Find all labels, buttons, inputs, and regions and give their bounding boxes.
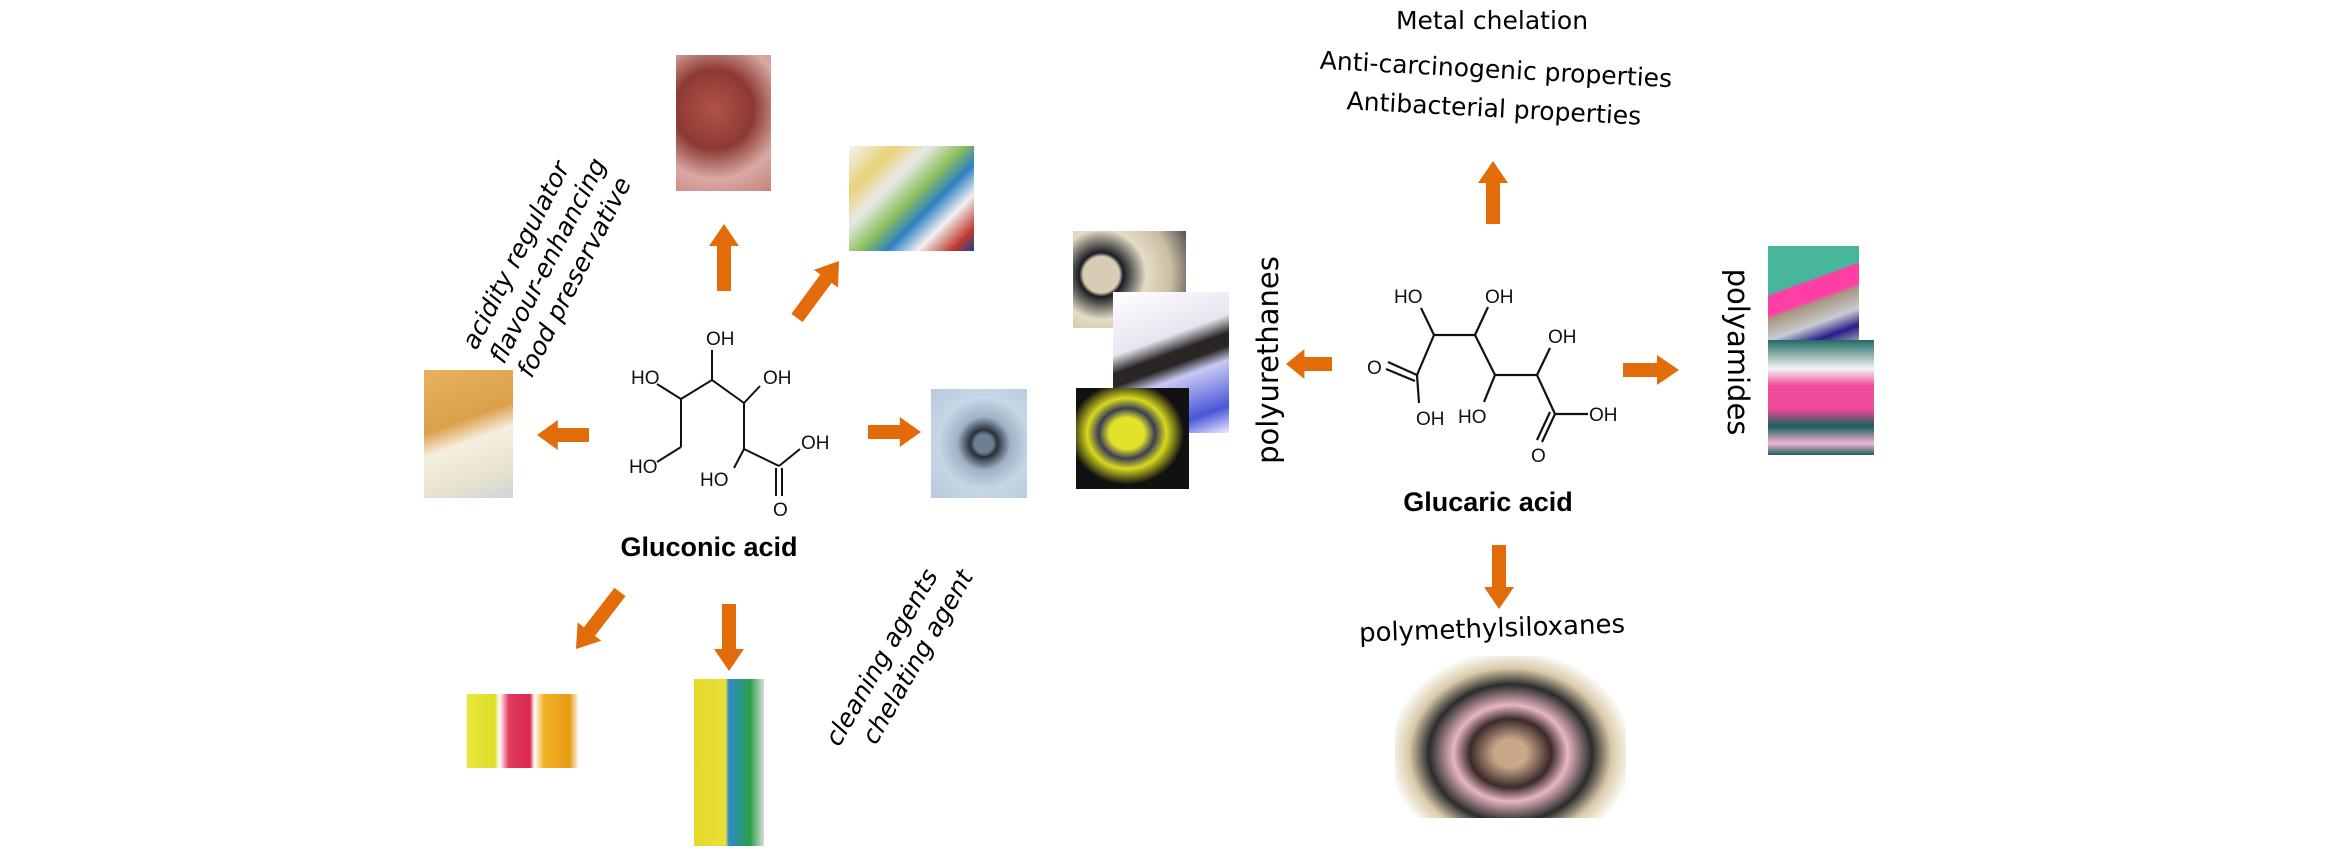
- football-boots-photo: [1076, 388, 1189, 489]
- atom-label: OH: [1589, 405, 1618, 426]
- pills-photo: [849, 146, 974, 251]
- atom-label: OH: [801, 433, 830, 454]
- atom-label: O: [1531, 446, 1546, 467]
- gluconic-acid-title: Gluconic acid: [620, 532, 798, 562]
- arrow-to-polyurethanes-icon: [1286, 349, 1332, 379]
- atom-label: OH: [1416, 409, 1445, 430]
- atom-label: HO: [1458, 407, 1487, 428]
- arrow-to-pills-icon: [791, 261, 839, 323]
- toothbrush-photo: [1768, 340, 1874, 455]
- atom-label: OH: [763, 368, 792, 389]
- sausages-photo: [676, 55, 771, 191]
- polyamides-label: polyamides: [1721, 268, 1755, 436]
- arrow-to-sausages-icon: [709, 224, 739, 291]
- atom-label: HO: [700, 470, 729, 491]
- atom-label: O: [1367, 358, 1382, 379]
- arrow-to-polyamides-icon: [1623, 355, 1679, 385]
- arrows: [537, 161, 1679, 671]
- arrow-to-flange-icon: [868, 417, 921, 447]
- atom-label: OH: [1548, 327, 1577, 348]
- textiles-photo: [1768, 246, 1859, 340]
- metal-flange-photo: [931, 389, 1027, 498]
- atom-label: OH: [706, 329, 735, 350]
- gluconic-acid-structure: [656, 350, 801, 496]
- arrow-to-gummies-icon: [576, 587, 626, 649]
- arrow-to-cheese-icon: [537, 420, 589, 450]
- glucaric-acid-atom-labels: HO OH O OH HO OH OH O: [1367, 287, 1618, 467]
- glucaric-acid-title: Glucaric acid: [1403, 487, 1573, 517]
- arrow-to-cleaning-icon: [714, 604, 744, 671]
- arrow-to-properties-icon: [1478, 161, 1508, 224]
- cosmetics-photo: [1395, 656, 1626, 818]
- atom-label: OH: [1485, 287, 1514, 308]
- atom-label: HO: [629, 457, 658, 478]
- gummy-bears-photo: [462, 694, 579, 768]
- polyurethanes-label: polyurethanes: [1251, 256, 1285, 464]
- property-label: Metal chelation: [1395, 6, 1589, 35]
- gluconic-acid-atom-labels: OH HO OH HO HO OH O: [629, 329, 830, 521]
- cheese-photo: [424, 370, 513, 498]
- atom-label: O: [773, 500, 788, 521]
- atom-label: HO: [631, 368, 660, 389]
- arrow-to-polymethylsiloxanes-icon: [1484, 545, 1514, 609]
- glucaric-acid-structure: [1385, 306, 1588, 443]
- cleaning-bottles-photo: [694, 679, 764, 846]
- atom-label: HO: [1394, 287, 1423, 308]
